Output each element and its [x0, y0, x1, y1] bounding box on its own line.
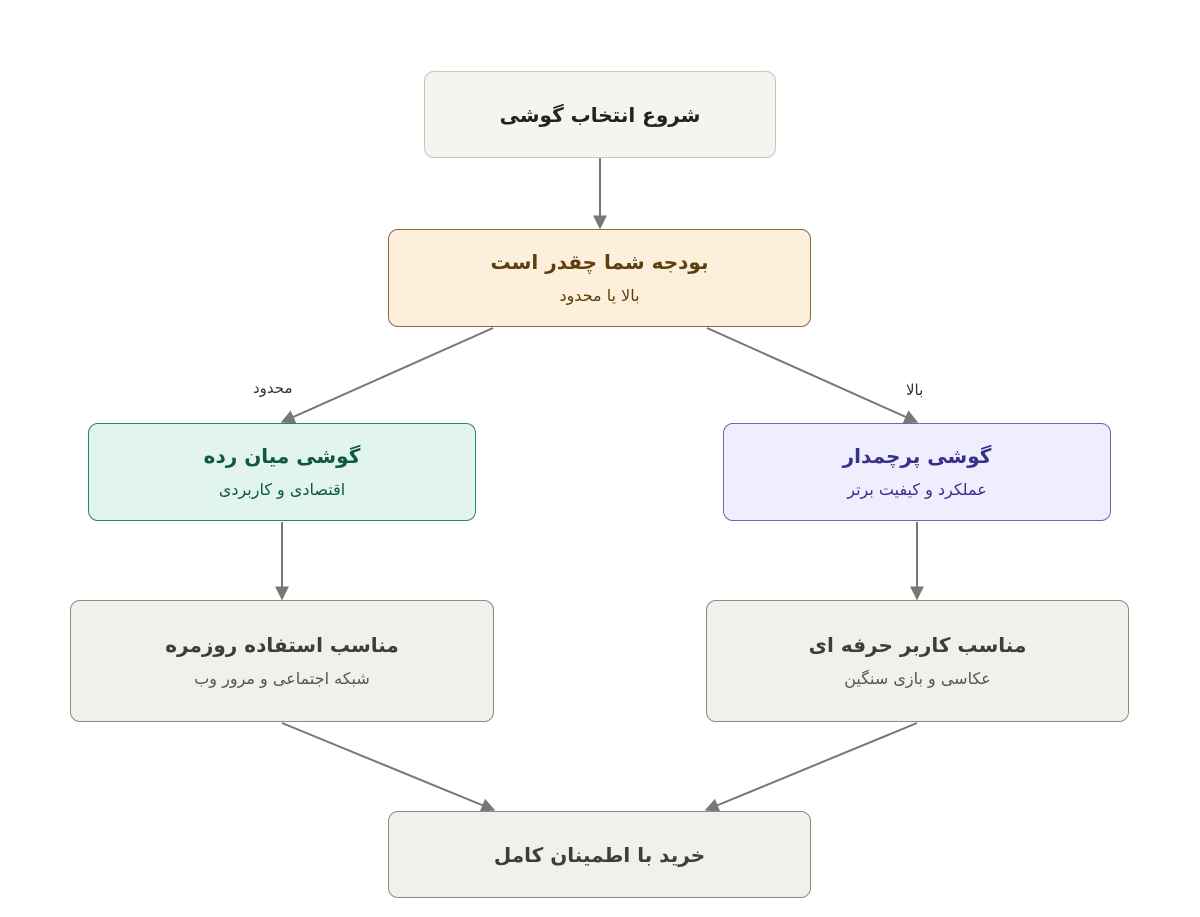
node-mid-range-title: گوشی میان رده: [203, 444, 361, 468]
node-budget-subtitle: بالا یا محدود: [559, 286, 640, 305]
node-purchase-title: خرید با اطمینان کامل: [493, 842, 706, 867]
edge-pro-user-to-purchase: [704, 722, 918, 812]
node-pro-user-subtitle: عکاسی و بازی سنگین: [844, 669, 991, 688]
node-daily-use-title: مناسب استفاده روزمره: [165, 633, 399, 657]
edge-daily-use-to-purchase: [281, 722, 496, 812]
node-flagship-title: گوشی پرچمدار: [842, 444, 992, 468]
edge-label-high: بالا: [906, 381, 924, 399]
node-daily-use-subtitle: شبکه اجتماعی و مرور وب: [194, 669, 370, 688]
node-flagship: گوشی پرچمدار عملکرد و کیفیت برتر: [723, 423, 1111, 521]
node-budget: بودجه شما چقدر است بالا یا محدود: [388, 229, 811, 327]
edge-budget-to-flagship: [706, 327, 919, 424]
node-pro-user: مناسب کاربر حرفه ای عکاسی و بازی سنگین: [706, 600, 1129, 722]
node-start: شروع انتخاب گوشی: [424, 71, 776, 158]
edge-label-limited: محدود: [253, 379, 293, 397]
node-mid-range-subtitle: اقتصادی و کاربردی: [218, 480, 346, 499]
node-budget-title: بودجه شما چقدر است: [490, 250, 709, 274]
node-pro-user-title: مناسب کاربر حرفه ای: [808, 633, 1027, 657]
edge-budget-to-mid-range: [280, 327, 494, 424]
node-purchase: خرید با اطمینان کامل: [388, 811, 811, 898]
node-daily-use: مناسب استفاده روزمره شبکه اجتماعی و مرور…: [70, 600, 494, 722]
node-mid-range: گوشی میان رده اقتصادی و کاربردی: [88, 423, 476, 521]
node-flagship-subtitle: عملکرد و کیفیت برتر: [847, 480, 987, 499]
node-start-title: شروع انتخاب گوشی: [499, 102, 701, 127]
